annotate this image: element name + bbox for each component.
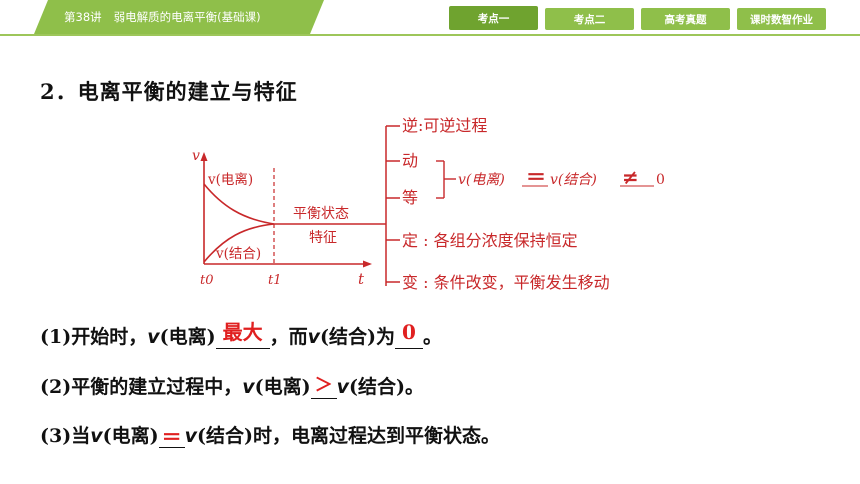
- v-ionization-label: v(电离): [207, 171, 253, 188]
- q1-v-symbol: v: [147, 326, 160, 348]
- nav-tab-gaokao-zhenti[interactable]: 高考真题: [641, 8, 730, 30]
- v-combination-curve: [203, 223, 275, 263]
- top-bar: 第38讲 弱电解质的电离平衡(基础课) 考点一 考点二 高考真题 课时数智作业: [0, 0, 860, 36]
- q3-answer: ＝: [161, 425, 182, 449]
- q3-v-symbol: v: [90, 425, 103, 447]
- features-label: 特征: [309, 230, 337, 246]
- q1-text-4: (结合)为: [319, 326, 395, 348]
- question-1: (1)开始时，v(电离)最大​，而v(结合)为0​。: [40, 320, 442, 349]
- top-bar-underline: [0, 34, 860, 36]
- q1-answer-2: 0: [402, 320, 416, 344]
- q1-answer-1: 最大: [222, 320, 263, 344]
- q2-answer: ＞: [314, 375, 333, 396]
- q1-text-3: ，而: [269, 326, 308, 348]
- x-axis-label: t: [358, 270, 365, 288]
- features-bracket: [374, 125, 400, 286]
- lecture-number: 第38讲: [64, 10, 102, 24]
- y-axis-arrow: [200, 152, 208, 161]
- q1-text-1: (1)开始时，: [40, 326, 148, 348]
- q2-text-1: (2)平衡的建立过程中，: [40, 376, 243, 398]
- equilibrium-diagram: v t t0 t1 v(电离) v(结合) 平衡状态 特征 逆:可逆过程 动 等…: [192, 116, 665, 292]
- q1-blank-2: 0​: [394, 320, 423, 349]
- t0-label: t0: [200, 273, 214, 288]
- feature-deng: 等: [402, 188, 418, 207]
- dong-deng-bracket: [436, 160, 456, 199]
- equation-v-combination: v(结合): [550, 172, 597, 188]
- q2-text-2: (电离): [254, 376, 311, 398]
- lecture-title-tab: 第38讲 弱电解质的电离平衡(基础课): [34, 0, 324, 34]
- equilibrium-state-label: 平衡状态: [293, 206, 349, 222]
- q3-text-2: (电离): [102, 425, 159, 447]
- q2-v-symbol: v: [242, 376, 255, 398]
- nav-tab-kaodian-2[interactable]: 考点二: [545, 8, 634, 30]
- equation-zero: 0: [656, 172, 665, 188]
- question-3: (3)当v(电离)＝​v(结合)时，电离过程达到平衡状态。: [40, 421, 500, 449]
- q2-v-symbol-2: v: [336, 376, 349, 398]
- q3-text-1: (3)当: [40, 425, 91, 447]
- feature-bian: 变 : 条件改变，平衡发生移动: [402, 273, 610, 292]
- v-ionization-curve: [203, 183, 275, 225]
- feature-dong: 动: [402, 151, 418, 170]
- q1-text-5: 。: [422, 326, 442, 348]
- nav-tab-kaodian-1[interactable]: 考点一: [449, 6, 538, 30]
- equation-v-ionization: v(电离): [458, 172, 505, 188]
- graph-axes: [200, 152, 372, 268]
- feature-ding: 定 : 各组分浓度保持恒定: [402, 231, 578, 250]
- t1-label: t1: [268, 273, 282, 288]
- section-heading: 2．电离平衡的建立与特征: [40, 79, 298, 104]
- equation-equals: ＝: [526, 165, 546, 189]
- x-axis-arrow: [363, 260, 372, 268]
- y-axis-label: v: [192, 148, 200, 164]
- q3-v-symbol-2: v: [184, 425, 197, 447]
- q1-blank-1: 最大​: [215, 320, 270, 349]
- q3-text-3: (结合)时，电离过程达到平衡状态。: [196, 425, 500, 447]
- nav-tab-homework[interactable]: 课时数智作业: [737, 8, 826, 30]
- equation-not-equal: ≠: [622, 165, 639, 189]
- q1-v-symbol-2: v: [307, 326, 320, 348]
- question-2: (2)平衡的建立过程中，v(电离)＞​v(结合)。: [40, 372, 424, 399]
- q3-blank: ＝​: [158, 425, 185, 449]
- q2-blank: ＞​: [310, 375, 337, 399]
- q2-text-3: (结合)。: [348, 376, 424, 398]
- q1-text-2: (电离): [159, 326, 216, 348]
- v-combination-label: v(结合): [215, 246, 261, 262]
- feature-ni: 逆:可逆过程: [402, 116, 487, 135]
- lecture-title: 弱电解质的电离平衡(基础课): [113, 10, 261, 24]
